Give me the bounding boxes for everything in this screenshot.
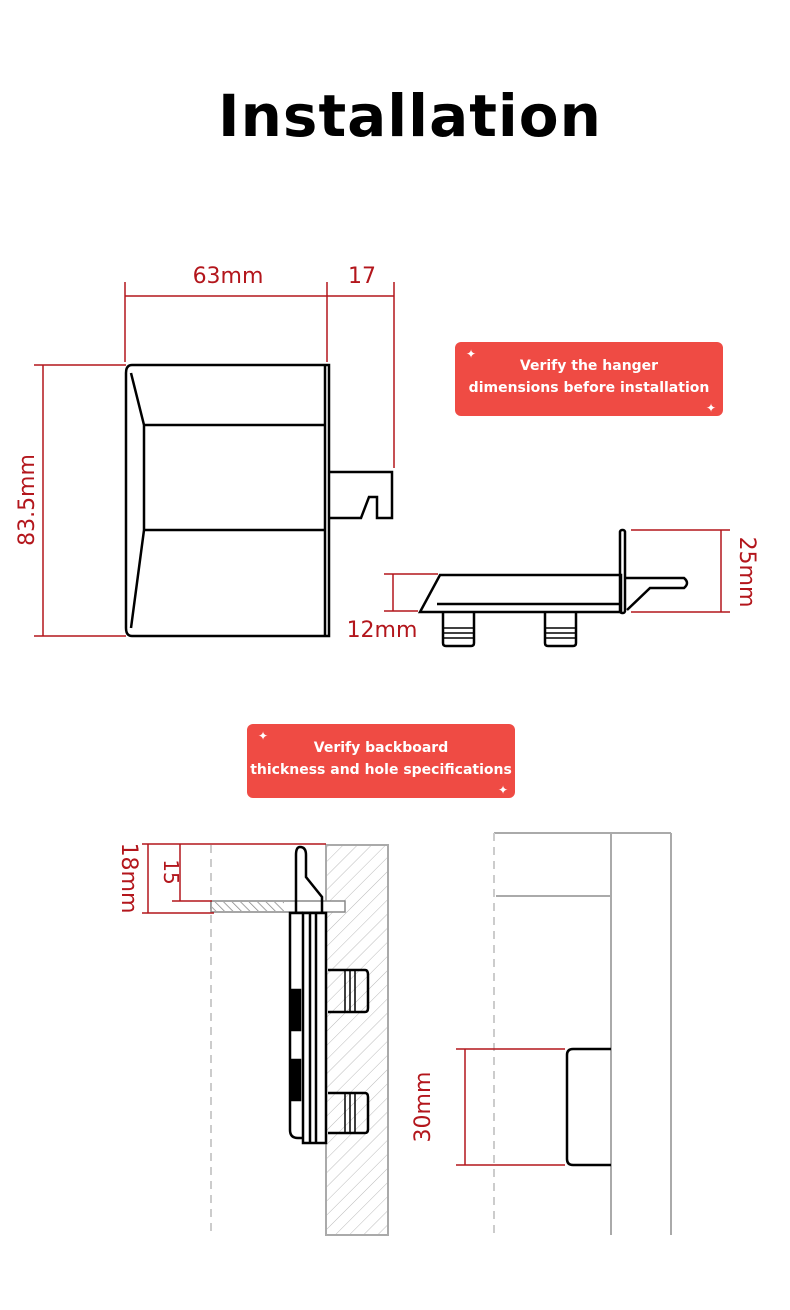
wall-section bbox=[210, 844, 389, 1236]
side-view-dimension-lines bbox=[384, 529, 730, 613]
hole-spacing-label: 30mm bbox=[411, 1072, 436, 1143]
width-dimension-label: 63mm bbox=[193, 264, 264, 289]
page-title: Installation bbox=[218, 82, 602, 150]
hanger-front-view bbox=[124, 363, 394, 638]
badge-line-2: dimensions before installation bbox=[468, 380, 710, 396]
side-total-label: 25mm bbox=[734, 537, 759, 608]
backboard-verify-badge: ✦ Verify backboard thickness and hole sp… bbox=[247, 724, 515, 798]
badge-line-1: Verify backboard bbox=[313, 740, 449, 756]
badge-line-1: Verify the hanger bbox=[519, 358, 659, 374]
sparkle-icon: ✦ bbox=[497, 783, 508, 797]
hook-depth-label: 17 bbox=[348, 264, 376, 289]
sparkle-icon: ✦ bbox=[258, 729, 269, 743]
backboard-front-view bbox=[493, 832, 672, 1235]
mounting-hole-outline bbox=[565, 1047, 611, 1167]
installed-hanger-section bbox=[288, 845, 370, 1145]
board-thickness-label: 15 bbox=[159, 859, 183, 884]
side-height-label: 12mm bbox=[347, 618, 418, 643]
board-total-label: 18mm bbox=[116, 843, 141, 914]
hanger-side-view bbox=[417, 528, 689, 648]
badge-line-2: thickness and hole specifications bbox=[250, 762, 512, 778]
hole-dimension-lines bbox=[456, 1048, 565, 1166]
section-dimension-lines bbox=[142, 843, 326, 914]
front-view-dimension-lines bbox=[34, 282, 395, 637]
hanger-verify-badge: ✦ Verify the hanger dimensions before in… bbox=[455, 342, 723, 416]
sparkle-icon: ✦ bbox=[466, 347, 477, 361]
sparkle-icon: ✦ bbox=[705, 401, 716, 415]
height-dimension-label: 83.5mm bbox=[15, 454, 40, 546]
